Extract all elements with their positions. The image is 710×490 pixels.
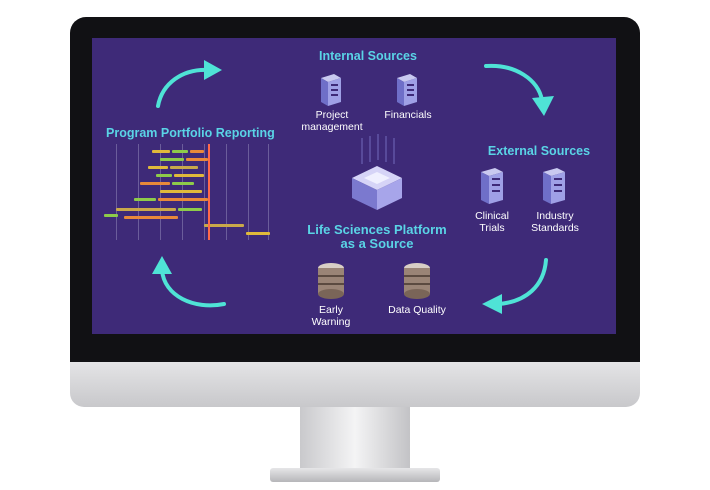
server-icon [397,74,417,106]
label-line: Industry [536,210,574,222]
label-project-management: Project management [298,109,366,133]
gantt-bar [174,174,204,177]
gantt-gridline [248,144,249,240]
gantt-gridline [138,144,139,240]
monitor-chin [70,362,640,407]
gantt-bar [172,182,194,185]
gantt-bar [186,158,208,161]
gantt-bar [190,150,204,153]
gantt-bar [124,216,178,219]
cycle-arrow-top-right [484,63,554,116]
platform-title-line: Life Sciences Platform [307,222,447,237]
label-financials: Financials [384,109,432,121]
gantt-bar [104,214,118,217]
external-sources-title: External Sources [487,144,591,158]
gantt-bar [152,150,170,153]
label-data-quality: Data Quality [388,304,446,316]
gantt-gridline [268,144,269,240]
platform-title: Life Sciences Platform as a Source [302,223,452,251]
monitor-stand-base [270,468,440,482]
gantt-chart-icon [104,144,274,240]
label-industry-standards: Industry Standards [524,210,586,234]
label-line: Early [319,304,343,316]
label-line: Standards [531,222,579,234]
gantt-gridline [204,144,205,240]
gantt-bar [134,198,156,201]
label-line: Project [315,109,349,121]
cycle-arrow-top-left [156,60,222,108]
gantt-bar [204,224,244,227]
server-icon [543,168,565,204]
gantt-bar [156,174,172,177]
cycle-arrow-bottom-right [482,258,548,314]
gantt-gridline [116,144,117,240]
gantt-bar [170,166,198,169]
server-icon [321,74,341,106]
gantt-bar [148,166,168,169]
monitor-stand-neck [300,407,410,473]
database-icon [318,263,344,299]
label-early-warning: Early Warning [302,304,360,328]
program-portfolio-title: Program Portfolio Reporting [106,126,275,140]
label-line: Warning [311,316,351,328]
database-icon [404,263,430,299]
chip-cube-icon [352,134,402,210]
gantt-bar [178,208,202,211]
gantt-bar [160,158,184,161]
gantt-bar [140,182,170,185]
gantt-bar [116,208,176,211]
label-line: management [301,121,363,133]
server-icon [481,168,503,204]
gantt-bar [160,190,202,193]
gantt-bar [246,232,270,235]
internal-sources-title: Internal Sources [319,49,417,63]
cycle-arrow-bottom-left [152,256,226,308]
gantt-bar [158,198,208,201]
gantt-bar [172,150,188,153]
label-clinical-trials: Clinical Trials [466,210,518,234]
gantt-today-line [208,144,210,240]
gantt-gridline [226,144,227,240]
platform-title-line: as a Source [340,236,414,251]
label-line: Trials [479,222,505,234]
label-line: Clinical [475,210,509,222]
